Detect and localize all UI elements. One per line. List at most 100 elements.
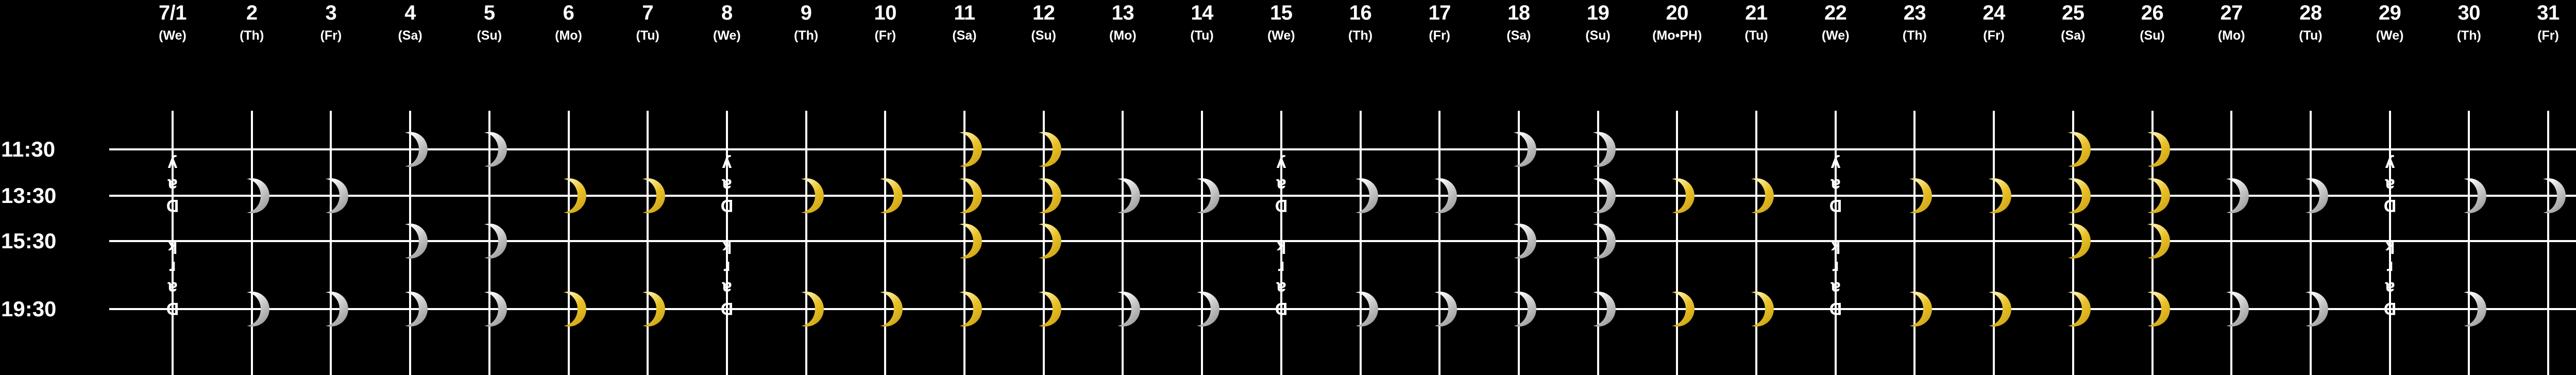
day-header-12[interactable]: 12 (Su) (992, 1, 1095, 43)
day-number: 24 (1982, 2, 2005, 24)
day-number: 5 (483, 2, 495, 24)
grid-vline-day-30 (2468, 111, 2470, 375)
grid-vline-day-27 (2230, 111, 2233, 375)
day-weekday: (We) (713, 28, 741, 43)
grid-vline-day-8 (725, 111, 728, 375)
day-header-16[interactable]: 16 (Th) (1309, 1, 1412, 43)
grid-vline-day-28 (2309, 111, 2312, 375)
day-header-23[interactable]: 23 (Th) (1863, 1, 1966, 43)
day-header-4[interactable]: 4(Sa) (359, 1, 462, 43)
grid-vline-day-9 (805, 111, 807, 375)
day-number: 3 (325, 2, 337, 24)
day-header-18[interactable]: 18(Sa) (1467, 1, 1570, 43)
grid-vline-day-5 (488, 111, 490, 375)
day-number: 12 (1032, 2, 1055, 24)
grid-vline-day-10 (884, 111, 887, 375)
day-header-21[interactable]: 21 (Tu) (1705, 1, 1808, 43)
day-header-10[interactable]: 10 (Fr) (834, 1, 937, 43)
day-number: 11 (954, 2, 975, 24)
day-number: 6 (563, 2, 574, 24)
day-number: 23 (1903, 2, 1926, 24)
day-weekday: (Th) (1348, 28, 1373, 43)
day-header-25[interactable]: 25(Sa) (2022, 1, 2125, 43)
grid-vline-day-11 (963, 111, 965, 375)
day-header-27[interactable]: 27(Mo) (2180, 1, 2283, 43)
day-number: 27 (2220, 2, 2243, 24)
day-header-17[interactable]: 17 (Fr) (1388, 1, 1491, 43)
day-header-11[interactable]: 11(Sa) (913, 1, 1016, 43)
grid-vline-day-15 (1280, 111, 1282, 375)
day-weekday: (Fr) (1983, 28, 2005, 43)
grid-vline-day-7-1 (172, 111, 174, 375)
day-header-2[interactable]: 2 (Th) (200, 1, 303, 43)
day-weekday: (Sa) (1506, 28, 1531, 43)
day-weekday: (Th) (240, 28, 264, 43)
day-weekday: (Tu) (636, 28, 659, 43)
day-number: 30 (2458, 2, 2481, 24)
day-header-15[interactable]: 15(We) (1230, 1, 1333, 43)
grid-vline-day-13 (1122, 111, 1124, 375)
day-weekday: (Sa) (2061, 28, 2086, 43)
day-header-26[interactable]: 26 (Su) (2101, 1, 2204, 43)
day-number: 10 (874, 2, 897, 24)
day-header-29[interactable]: 29 (We) (2338, 1, 2442, 43)
day-header-3[interactable]: 3 (Fr) (279, 1, 382, 43)
day-weekday: (We) (2376, 28, 2404, 43)
day-number: 7 (642, 2, 654, 24)
grid-vline-day-17 (1438, 111, 1441, 375)
grid-vline-day-31 (2547, 111, 2549, 375)
day-header-6[interactable]: 6 (Mo) (517, 1, 620, 43)
day-weekday: (Su) (2140, 28, 2165, 43)
day-number: 14 (1191, 2, 1213, 24)
grid-vline-day-24 (1993, 111, 1995, 375)
day-header-14[interactable]: 14(Tu) (1150, 1, 1253, 43)
time-row-label-1330: 13:30 (1, 183, 57, 208)
day-weekday: (Fr) (320, 28, 342, 43)
grid-hline-1130 (109, 148, 2576, 150)
day-header-9[interactable]: 9 (Th) (755, 1, 858, 43)
day-number: 2 (246, 2, 258, 24)
day-header-7[interactable]: 7 (Tu) (596, 1, 699, 43)
grid-vline-day-16 (1359, 111, 1362, 375)
day-header-22[interactable]: 22(We) (1784, 1, 1887, 43)
day-number: 22 (1824, 2, 1847, 24)
day-header-19[interactable]: 19(Su) (1547, 1, 1650, 43)
day-number: 29 (2378, 2, 2401, 24)
day-weekday: (Fr) (874, 28, 896, 43)
day-weekday: (Th) (793, 28, 819, 43)
day-weekday: (Tu) (1744, 28, 1768, 43)
day-weekday: (Th) (1902, 28, 1927, 43)
day-number: 16 (1349, 2, 1372, 24)
grid-hline-1930 (109, 308, 2576, 310)
day-header-8[interactable]: 8 (We) (675, 1, 778, 43)
day-number: 21 (1745, 2, 1768, 24)
day-weekday: (Mo•PH) (1652, 28, 1702, 43)
day-number: 7/1 (158, 2, 187, 24)
day-header-24[interactable]: 24 (Fr) (1942, 1, 2045, 43)
day-number: 8 (721, 2, 733, 24)
grid-vline-day-6 (567, 111, 570, 375)
day-header-30[interactable]: 30(Th) (2417, 1, 2520, 43)
day-number: 17 (1428, 2, 1451, 24)
grid-vline-day-7 (647, 111, 649, 375)
day-number: 28 (2299, 2, 2322, 24)
time-row-label-1930: 19:30 (1, 297, 57, 321)
day-number: 9 (800, 2, 812, 24)
day-weekday: (Su) (1585, 28, 1611, 43)
day-number: 31 (2537, 2, 2560, 24)
day-number: 13 (1111, 2, 1134, 24)
day-weekday: (Su) (1031, 28, 1056, 43)
day-weekday: (Mo) (555, 28, 582, 43)
grid-vline-day-21 (1755, 111, 1757, 375)
day-header-5[interactable]: 5(Su) (438, 1, 541, 43)
day-header-7-1[interactable]: 7/1(We) (121, 1, 224, 43)
day-header-20[interactable]: 20(Mo•PH) (1625, 1, 1728, 43)
day-header-31[interactable]: 31(Fr) (2497, 1, 2576, 43)
grid-vline-day-19 (1597, 111, 1599, 375)
day-header-13[interactable]: 13(Mo) (1071, 1, 1174, 43)
day-number: 26 (2141, 2, 2164, 24)
day-header-28[interactable]: 28(Tu) (2259, 1, 2362, 43)
grid-vline-day-3 (330, 111, 332, 375)
day-weekday: (Fr) (1429, 28, 1451, 43)
